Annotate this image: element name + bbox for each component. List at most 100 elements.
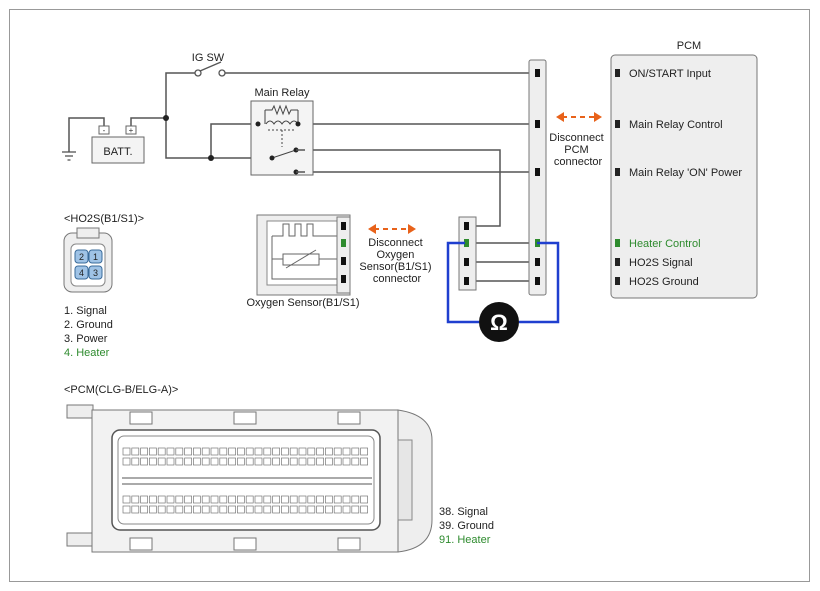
pcm-connector-cavity [166, 447, 175, 456]
pcm-connector-cavity [149, 505, 157, 514]
pcm-connector-cavity [166, 495, 175, 504]
ho2s-pin-number: 2 [79, 252, 84, 262]
pcm-connector-cavity [325, 447, 333, 456]
pcm-connector-cavity [298, 505, 307, 514]
pcm-connector-cavity [245, 505, 254, 514]
pcm-connector-cavity [263, 447, 272, 456]
pcm-connector-cavity [210, 447, 219, 456]
ho2s-pin-cell [88, 265, 103, 280]
pcm-connector-cavity [149, 457, 157, 466]
pcm-connector-cavity [316, 505, 324, 514]
ig-sw-label: IG SW [192, 52, 225, 64]
pcm-pin-label: HO2S Ground [629, 276, 699, 288]
pcm-connector-cavity [201, 495, 210, 504]
pcm-connector-cavity [316, 457, 324, 466]
pcm-connector-cavity [281, 495, 289, 504]
main-relay: Main Relay [250, 87, 314, 176]
pcm-connector-cavity [263, 505, 272, 514]
ho2s-pin-number: 1 [93, 252, 98, 262]
pcm-connector-cavity [122, 447, 131, 456]
ho2s-legend-item: 1. Signal [64, 305, 107, 317]
battery: - + BATT. [91, 125, 145, 164]
disconnect-oxygen-arrow [368, 224, 416, 234]
pcm-connector-cavity [263, 457, 272, 466]
pcm-connector-cavity [219, 505, 228, 514]
pcm-connector-cavity [184, 495, 192, 504]
pcm-connector-cavity [157, 505, 166, 514]
pcm-connector-cavity [219, 447, 228, 456]
pcm-connector-cavity [193, 447, 201, 456]
pcm-connector-cavity [131, 505, 140, 514]
pcm-connector-cavity [316, 495, 324, 504]
pcm-connector-cavity [228, 447, 236, 456]
disconnect-oxygen-label: Disconnect Oxygen Sensor(B1/S1) connecto… [359, 237, 434, 285]
pcm-connector-pin-rows [122, 447, 372, 514]
oxygen-sensor: Oxygen Sensor(B1/S1) [246, 214, 360, 309]
pcm-connector-cavity [184, 457, 192, 466]
disconnect-pcm-label: Disconnect PCM connector [549, 132, 606, 168]
pcm-connector-cavity [325, 505, 333, 514]
ohmmeter: Ω [446, 241, 560, 342]
pcm-connector-cavity [193, 457, 201, 466]
pcm-connector-cavity [333, 505, 342, 514]
pcm-connector-cavity [193, 495, 201, 504]
ho2s-pin-number: 4 [79, 268, 84, 278]
pcm-connector-cavity [149, 495, 157, 504]
pcm-connector-cavity [333, 447, 342, 456]
ho2s-pin-number: 3 [93, 268, 98, 278]
pcm-connector-legend-item: 39. Ground [439, 520, 494, 532]
pcm-connector-cavity [210, 457, 219, 466]
pcm-connector-cavity [228, 495, 236, 504]
pcm-connector-cavity [289, 447, 298, 456]
pcm-pin-marker [615, 120, 620, 128]
pcm-connector-cavity [316, 447, 324, 456]
pcm-connector-cavity [122, 505, 131, 514]
pcm-connector-cavity [342, 447, 351, 456]
pcm-connector-cavity [237, 457, 245, 466]
pcm-connector-cavity [360, 447, 368, 456]
pcm-connector-cavity [193, 505, 201, 514]
pcm-connector-cavity [351, 447, 360, 456]
pcm-connector-cavity [307, 447, 316, 456]
pcm-connector-cavity [360, 505, 368, 514]
ho2s-legend-item: 2. Ground [64, 319, 113, 331]
pcm-pin-marker [615, 69, 620, 77]
pcm-pin-label: ON/START Input [629, 68, 711, 80]
pcm-connector-cavity [298, 495, 307, 504]
main-relay-label: Main Relay [254, 87, 310, 99]
pcm-connector-cavity [228, 505, 236, 514]
pcm-connector-cavity [289, 505, 298, 514]
junction-dots [163, 115, 214, 161]
pcm-pin-marker [615, 168, 620, 176]
pcm-connector-cavity [237, 495, 245, 504]
pcm-connector-cavity [289, 495, 298, 504]
pcm-connector-cavity [140, 495, 148, 504]
pcm-connector-cavity [351, 505, 360, 514]
pcm-connector-cavity [237, 447, 245, 456]
pcm-connector-cavity [360, 495, 368, 504]
pcm-connector-cavity [245, 447, 254, 456]
pcm-connector-cavity [201, 505, 210, 514]
ho2s-legend-item: 3. Power [64, 333, 108, 345]
pcm-connector-cavity [254, 447, 263, 456]
pcm-pin-marker [615, 277, 620, 285]
pcm-connector-cavity [131, 457, 140, 466]
pcm-pin-label: Heater Control [629, 238, 701, 250]
pcm-connector-cavity [201, 447, 210, 456]
pcm-connector-cavity [254, 457, 263, 466]
pcm-connector-cavity [131, 495, 140, 504]
pcm-connector-cavity [140, 505, 148, 514]
pcm-connector-cavity [281, 457, 289, 466]
pcm-title: PCM [677, 40, 701, 52]
pcm-connector-cavity [122, 495, 131, 504]
pcm-connector-cavity [333, 457, 342, 466]
pcm-connector-cavity [140, 447, 148, 456]
pcm-connector-cavity [254, 495, 263, 504]
pcm-connector-cavity [298, 447, 307, 456]
pcm-connector-cavity [184, 447, 192, 456]
